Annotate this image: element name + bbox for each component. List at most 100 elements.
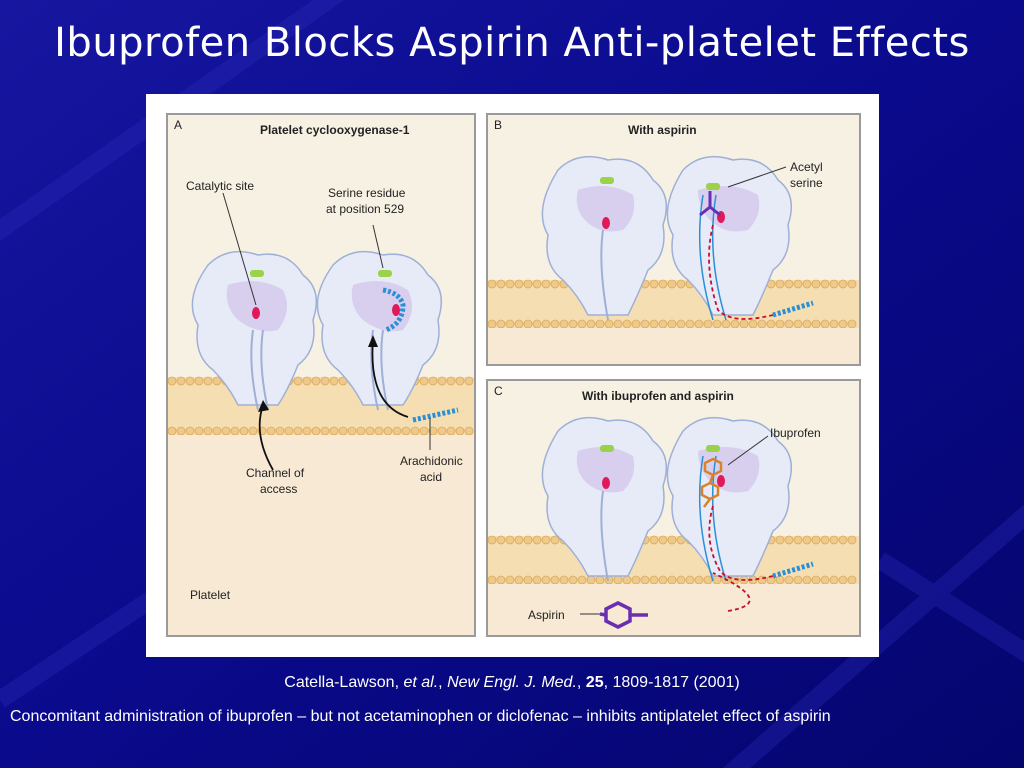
citation-sep-1: , [438, 674, 443, 691]
lipid-head [505, 575, 515, 585]
lipid-head [455, 426, 465, 436]
arachidonic-acid [772, 561, 814, 579]
citation: Catella-Lawson, et al., New Engl. J. Med… [0, 674, 1024, 692]
lipid-head [185, 426, 195, 436]
lipid-head [847, 319, 857, 329]
acetyl-label-1: Acetyl [790, 160, 823, 174]
panel-a-title: Platelet cyclooxygenase-1 [260, 123, 410, 137]
lipid-head [775, 279, 785, 289]
lipid-head [496, 575, 506, 585]
lipid-head [302, 376, 312, 386]
lipid-head [676, 319, 686, 329]
arachidonic-acid-free [412, 407, 459, 423]
serine-residue-left [250, 270, 264, 277]
lipid-head [649, 575, 659, 585]
lipid-head [640, 319, 650, 329]
lipid-head [203, 426, 213, 436]
lipid-head [541, 575, 551, 585]
lipid-head [410, 426, 420, 436]
channel-label-1: Channel of [246, 466, 305, 480]
lipid-head [811, 575, 821, 585]
lipid-head [586, 319, 596, 329]
lipid-head [838, 279, 848, 289]
lipid-head [488, 535, 497, 545]
lipid-head [488, 575, 497, 585]
lipid-head [667, 319, 677, 329]
panel-a-diagram: A Platelet cyclooxygenase-1 Catalytic si… [168, 118, 474, 635]
acetyl-serine-marker [706, 183, 720, 190]
lipid-head [820, 279, 830, 289]
lipid-head [514, 535, 524, 545]
serine-residue-label-2: at position 529 [326, 202, 404, 216]
lipid-head [775, 319, 785, 329]
ibuprofen-molecule [700, 457, 723, 508]
cox1-monomer-left [541, 416, 668, 582]
lipid-head [766, 319, 776, 329]
lipid-head [514, 279, 524, 289]
lipid-head [496, 319, 506, 329]
lipid-head [847, 575, 857, 585]
lipid-head [838, 319, 848, 329]
lipid-head [446, 426, 456, 436]
cox1-monomer-left [191, 250, 318, 411]
lipid-head [559, 575, 569, 585]
lipid-head [329, 376, 339, 386]
lipid-head [230, 426, 240, 436]
lipid-head [577, 319, 587, 329]
lipid-head [685, 319, 695, 329]
lipid-head [793, 279, 803, 289]
lipid-head [604, 319, 614, 329]
cox1-monomer-left [541, 155, 668, 321]
lipid-head [514, 319, 524, 329]
lipid-head [338, 426, 348, 436]
lipid-head [488, 319, 497, 329]
lipid-head [649, 279, 659, 289]
catalytic-site-label: Catalytic site [186, 179, 254, 193]
lipid-head [703, 575, 713, 585]
lipid-head [437, 426, 447, 436]
ibuprofen-label: Ibuprofen [770, 426, 821, 440]
lipid-head [694, 319, 704, 329]
panel-b: B With aspirin Acetyl serine [486, 113, 861, 366]
lipid-head [649, 319, 659, 329]
channel-label-2: access [260, 482, 297, 496]
lipid-head [667, 279, 677, 289]
lipid-head [550, 535, 560, 545]
lipid-head [168, 426, 177, 436]
lipid-head [577, 575, 587, 585]
panel-a: A Platelet cyclooxygenase-1 Catalytic si… [166, 113, 476, 637]
aspirin-path [708, 505, 774, 581]
lipid-head [419, 426, 429, 436]
arachidonic-acid-bound [382, 287, 406, 333]
citation-journal: New Engl. J. Med. [447, 674, 577, 691]
lipid-head [365, 426, 375, 436]
lipid-head [631, 575, 641, 585]
lipid-head [488, 279, 497, 289]
lipid-head [811, 279, 821, 289]
catalytic-site-left [602, 477, 610, 489]
serine-residue-right [378, 270, 392, 277]
lipid-head [847, 279, 857, 289]
lipid-head [613, 575, 623, 585]
lipid-head [311, 426, 321, 436]
lipid-head [604, 575, 614, 585]
lipid-head [320, 426, 330, 436]
aspirin-label: Aspirin [528, 608, 565, 622]
lipid-head [586, 575, 596, 585]
lipid-head [811, 535, 821, 545]
lipid-head [284, 426, 294, 436]
catalytic-site-left [602, 217, 610, 229]
lipid-head [757, 319, 767, 329]
lipid-head [802, 319, 812, 329]
panel-b-title: With aspirin [628, 123, 697, 137]
lipid-head [667, 535, 677, 545]
lipid-membrane [168, 376, 474, 436]
lipid-head [505, 319, 515, 329]
lipid-head [239, 426, 249, 436]
serine-residue-label-1: Serine residue [328, 186, 406, 200]
lipid-head [838, 535, 848, 545]
lipid-head [730, 319, 740, 329]
arachidonic-acid [772, 300, 814, 318]
lipid-head [275, 426, 285, 436]
lipid-head [541, 535, 551, 545]
